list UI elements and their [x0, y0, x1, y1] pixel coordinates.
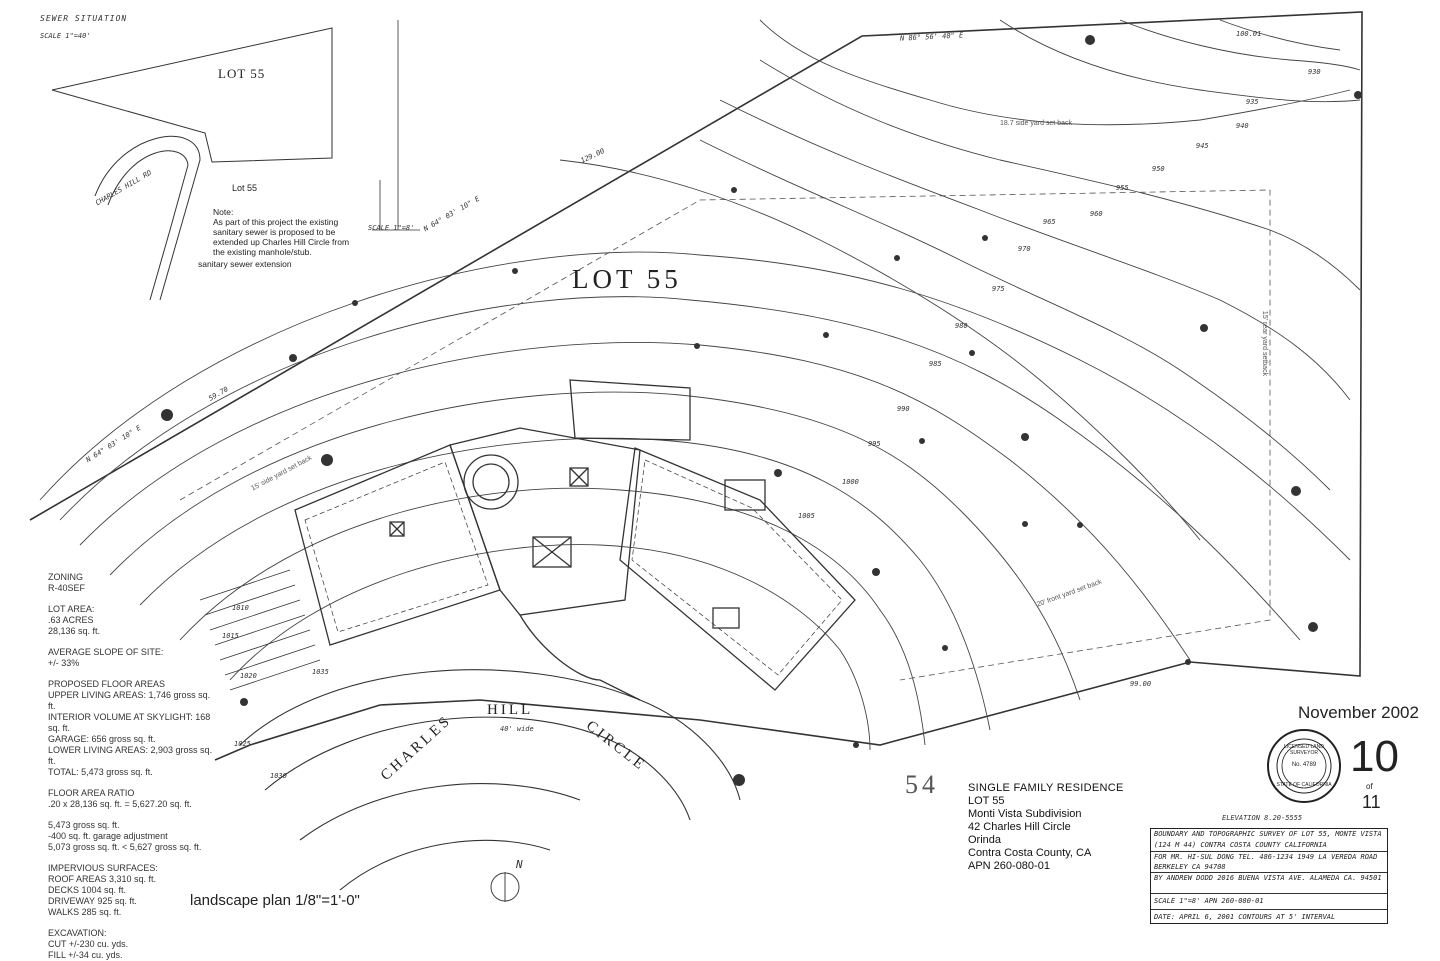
driveway-hatching	[199, 569, 321, 691]
street-charles-hill	[239, 669, 741, 891]
impervious-heading: IMPERVIOUS SURFACES:	[48, 863, 158, 873]
floor-garage: GARAGE: 656 gross sq. ft.	[48, 734, 156, 744]
excavation-cut: CUT +/-230 cu. yds.	[48, 939, 129, 949]
slope-heading: AVERAGE SLOPE OF SITE:	[48, 647, 164, 657]
contour-label: 960	[1090, 210, 1103, 218]
contour-label: 1015	[222, 632, 239, 640]
contour-label: 1020	[240, 672, 257, 680]
inset-lot-boundary	[51, 27, 333, 163]
landscape-plan-label: landscape plan 1/8"=1'-0"	[190, 892, 360, 909]
ratio-heading: FLOOR AREA RATIO	[48, 788, 135, 798]
setback-top-label: 18.7 side yard set back	[1000, 120, 1072, 127]
contour-lines	[39, 19, 1361, 751]
house-footprint	[294, 379, 856, 701]
survey-row-title: BOUNDARY AND TOPOGRAPHIC SURVEY OF LOT 5…	[1151, 829, 1387, 852]
setback-line	[179, 189, 1271, 681]
contour-label: 945	[1196, 142, 1209, 150]
contour-label: 1035	[312, 668, 329, 676]
contour-label: 990	[897, 405, 910, 413]
inset-note: Note: As part of this project the existi…	[213, 207, 350, 257]
contour-label: 940	[1236, 122, 1249, 130]
lot-54-label: 54	[905, 770, 939, 799]
survey-row-date: DATE: APRIL 6, 2001 CONTOURS AT 5' INTER…	[1154, 913, 1336, 921]
floor-heading: PROPOSED FLOOR AREAS	[48, 679, 166, 689]
surveyor-seal	[1267, 729, 1341, 803]
seal-number: No. 4789	[1291, 762, 1317, 768]
contour-label: 950	[1152, 165, 1165, 173]
lot-55-label: LOT 55	[572, 264, 682, 294]
lot-area-acres: .63 ACRES	[48, 615, 94, 625]
contour-label: 955	[1116, 184, 1129, 192]
north-label: N	[516, 858, 523, 871]
ratio-value: .20 x 28,136 sq. ft. = 5,627.20 sq. ft.	[48, 799, 192, 809]
date-label: November 2002	[1298, 703, 1419, 722]
zoning-value: R-40SEF	[48, 583, 86, 593]
excavation-heading: EXCAVATION:	[48, 928, 107, 938]
survey-row-surveyor: BY ANDREW DODD 2016 BUENA VISTA AVE. ALA…	[1151, 873, 1387, 894]
project-notes: ZONING R-40SEF LOT AREA: .63 ACRES 28,13…	[48, 572, 218, 961]
inset-title: SEWER SITUATION	[40, 14, 128, 23]
floor-total: TOTAL: 5,473 gross sq. ft.	[48, 767, 153, 777]
title-line-3: Monti Vista Subdivision	[968, 808, 1082, 820]
floor-lower: LOWER LIVING AREAS: 2,903 gross sq. ft.	[48, 745, 213, 766]
contour-label: 1010	[232, 604, 249, 612]
sheet-of: of	[1366, 782, 1373, 791]
survey-row-client: FOR MR. HI-SUL DONG TEL. 486-1234 1949 L…	[1151, 852, 1387, 873]
contour-label: 1025	[234, 740, 251, 748]
calc-gross: 5,473 gross sq. ft.	[48, 820, 120, 830]
north-arrow	[490, 872, 520, 902]
inset-scale: SCALE 1"=40'	[40, 32, 91, 40]
inset-road	[94, 136, 201, 301]
street-width: 40' wide	[500, 725, 534, 733]
contour-label: 1005	[798, 512, 815, 520]
floor-upper: UPPER LIVING AREAS: 1,746 gross sq. ft.	[48, 690, 211, 711]
seal-text: LICENSED LAND SURVEYOR	[1284, 744, 1324, 756]
slope-value: +/- 33%	[48, 658, 80, 668]
tree-markers	[161, 35, 1362, 786]
impervious-walks: WALKS 285 sq. ft.	[48, 907, 122, 917]
title-line-1: SINGLE FAMILY RESIDENCE	[968, 782, 1124, 794]
distance-bottom: 99.00	[1130, 680, 1152, 688]
title-line-5: Orinda	[968, 834, 1002, 846]
title-line-2: LOT 55	[968, 795, 1005, 807]
sheet-number: 10	[1350, 732, 1399, 781]
contour-label: 970	[1018, 245, 1031, 253]
contour-label: 975	[992, 285, 1005, 293]
survey-table: BOUNDARY AND TOPOGRAPHIC SURVEY OF LOT 5…	[1150, 828, 1388, 924]
elevation-label: ELEVATION 8.20-5555	[1222, 814, 1303, 822]
seal-state: STATE OF CALIFORNIA	[1276, 782, 1332, 788]
contour-label: 995	[868, 440, 881, 448]
calc-garage: -400 sq. ft. garage adjustment	[48, 831, 168, 841]
sheet-total: 11	[1362, 792, 1381, 812]
contour-label: 930	[1308, 68, 1321, 76]
calc-result: 5,073 gross sq. ft. < 5,627 gross sq. ft…	[48, 842, 202, 852]
impervious-driveway: DRIVEWAY 925 sq. ft.	[48, 896, 137, 906]
contour-label: 1000	[842, 478, 859, 486]
street-word-hill: HILL	[487, 702, 534, 718]
distance-top: 100.01	[1236, 30, 1262, 38]
lot-area-sqft: 28,136 sq. ft.	[48, 626, 101, 636]
title-line-6: Contra Costa County, CA	[968, 847, 1092, 859]
lot-area-heading: LOT AREA:	[48, 604, 95, 614]
contour-label: 935	[1246, 98, 1259, 106]
impervious-decks: DECKS 1004 sq. ft.	[48, 885, 127, 895]
contour-label: 965	[1043, 218, 1056, 226]
zoning-heading: ZONING	[48, 572, 83, 582]
setback-right-label: 15' rear yard setback	[1261, 310, 1269, 377]
scale-bar: SCALE 1"=8'	[368, 224, 415, 232]
contour-label: 980	[955, 322, 968, 330]
inset-lot-label: LOT 55	[218, 66, 266, 81]
inset-lot-small: Lot 55	[232, 183, 258, 193]
contour-label: 1030	[270, 772, 287, 780]
floor-skylight: INTERIOR VOLUME AT SKYLIGHT: 168 sq. ft.	[48, 712, 211, 733]
survey-row-scale: SCALE 1"=8' APN 260-080-01	[1151, 894, 1387, 910]
title-line-4: 42 Charles Hill Circle	[968, 821, 1071, 833]
title-line-7: APN 260-080-01	[968, 860, 1050, 872]
title-block: SINGLE FAMILY RESIDENCE LOT 55 Monti Vis…	[968, 782, 1124, 873]
impervious-roof: ROOF AREAS 3,310 sq. ft.	[48, 874, 157, 884]
contour-label: 985	[929, 360, 942, 368]
lot-boundary	[29, 11, 1363, 761]
inset-sewer-label: sanitary sewer extension	[198, 259, 292, 269]
